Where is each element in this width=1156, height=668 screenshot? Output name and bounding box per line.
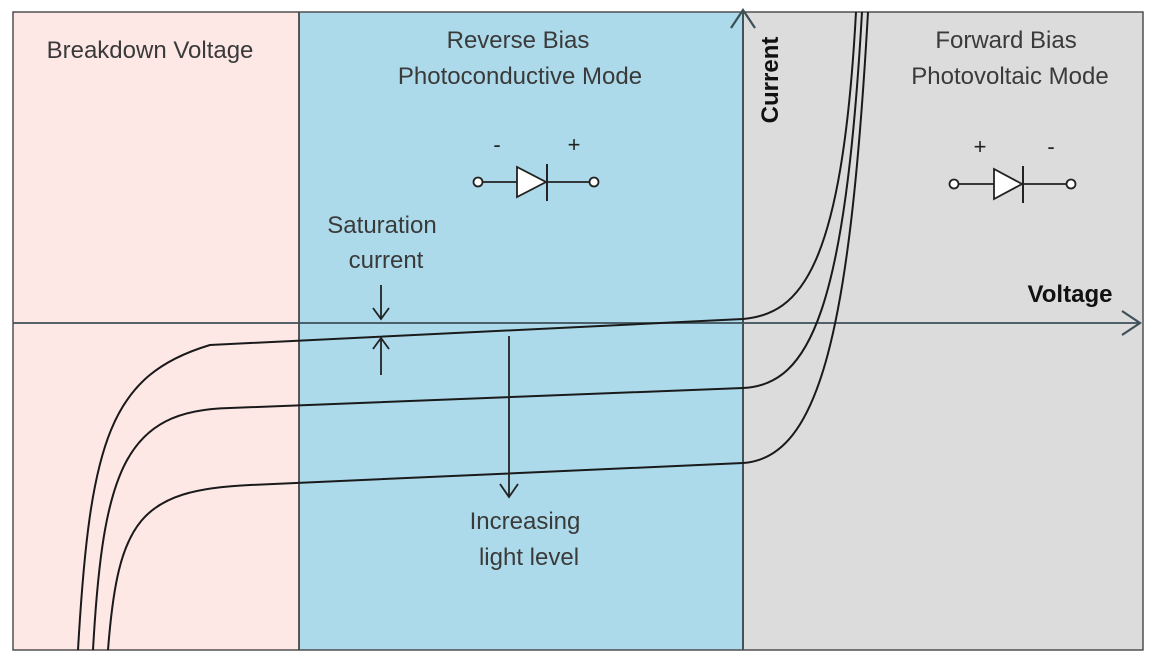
iv-curve-high-light <box>107 11 869 651</box>
reverse-bias-mode: Photoconductive Mode <box>398 63 642 90</box>
reverse-bias-title: Reverse Bias <box>447 27 590 54</box>
forward-bias-mode: Photovoltaic Mode <box>911 63 1108 90</box>
reverse-minus-sign: - <box>493 132 500 157</box>
voltage-axis-arrowhead <box>1121 310 1142 336</box>
diode-symbol-reverse <box>472 164 600 201</box>
reverse-plus-sign: + <box>568 132 581 157</box>
iv-curve-medium-light <box>92 11 863 651</box>
diode-symbol-forward <box>948 166 1077 203</box>
forward-minus-sign: - <box>1047 134 1054 159</box>
voltage-axis-label: Voltage <box>1028 281 1113 308</box>
reverse-bias-region <box>299 12 743 650</box>
iv-curves <box>77 11 869 651</box>
saturation-label-line2: current <box>349 247 424 274</box>
breakdown-region <box>13 12 299 650</box>
forward-plus-sign: + <box>974 134 987 159</box>
light-level-arrow <box>499 336 519 499</box>
diagram-border <box>12 11 1144 651</box>
current-axis-label: Current <box>757 37 784 124</box>
saturation-down-arrow <box>372 285 390 321</box>
saturation-label-line1: Saturation <box>327 212 436 239</box>
breakdown-label: Breakdown Voltage <box>47 37 254 64</box>
forward-bias-title: Forward Bias <box>935 27 1076 54</box>
forward-bias-region <box>743 12 1143 650</box>
light-level-label-line1: Increasing <box>470 508 581 535</box>
light-level-label-line2: light level <box>479 544 579 571</box>
iv-curve-dark <box>77 11 857 651</box>
current-axis-arrowhead <box>730 8 756 29</box>
saturation-up-arrow <box>372 336 390 375</box>
